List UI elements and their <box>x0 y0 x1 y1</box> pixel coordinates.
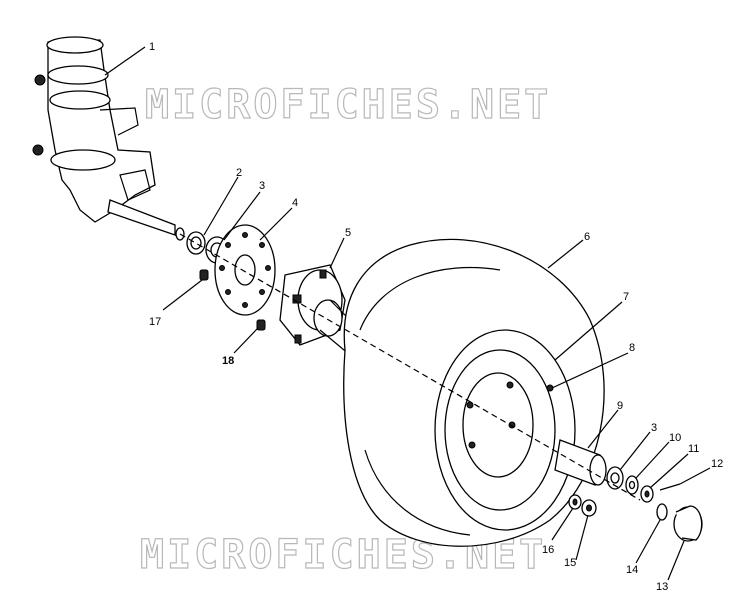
bolt-18 <box>256 319 266 331</box>
hub-cap-13 <box>673 505 703 542</box>
brake-disc-4 <box>214 224 276 316</box>
callout-9: 9 <box>617 400 623 412</box>
callout-8: 8 <box>629 342 635 354</box>
bearing-2 <box>186 231 206 255</box>
o-ring-14 <box>656 503 668 521</box>
callout-4: 4 <box>292 197 298 209</box>
callout-17: 17 <box>149 316 161 328</box>
callout-14: 14 <box>626 564 638 576</box>
lug-nut-16 <box>568 494 582 510</box>
washer-10 <box>625 475 639 495</box>
callout-3-inner: 3 <box>259 180 265 192</box>
callout-13: 13 <box>656 581 668 593</box>
watermark-top: MICROFICHES.NET <box>145 82 551 128</box>
seal-3-outer <box>606 466 624 490</box>
cotter-pin-12 <box>659 483 681 491</box>
callout-6: 6 <box>584 231 590 243</box>
leader-lines <box>104 46 711 581</box>
bolt-17 <box>199 269 209 281</box>
callout-10: 10 <box>669 432 681 444</box>
axle-centerline <box>179 233 641 501</box>
hub-5 <box>279 264 361 356</box>
lug-nut-15 <box>581 499 597 517</box>
callout-11: 11 <box>688 443 699 455</box>
callout-7: 7 <box>623 291 629 303</box>
callout-16: 16 <box>542 544 554 556</box>
callout-2: 2 <box>236 167 242 179</box>
spacer-9 <box>554 439 607 486</box>
callout-5: 5 <box>345 227 351 239</box>
spindle-knuckle <box>32 36 185 241</box>
callout-3-outer: 3 <box>651 422 657 434</box>
callout-1: 1 <box>149 41 155 53</box>
callout-15: 15 <box>564 557 576 569</box>
callout-12: 12 <box>711 458 723 470</box>
callout-18: 18 <box>222 355 234 367</box>
nut-11 <box>640 485 654 503</box>
rim-7 <box>434 329 576 531</box>
